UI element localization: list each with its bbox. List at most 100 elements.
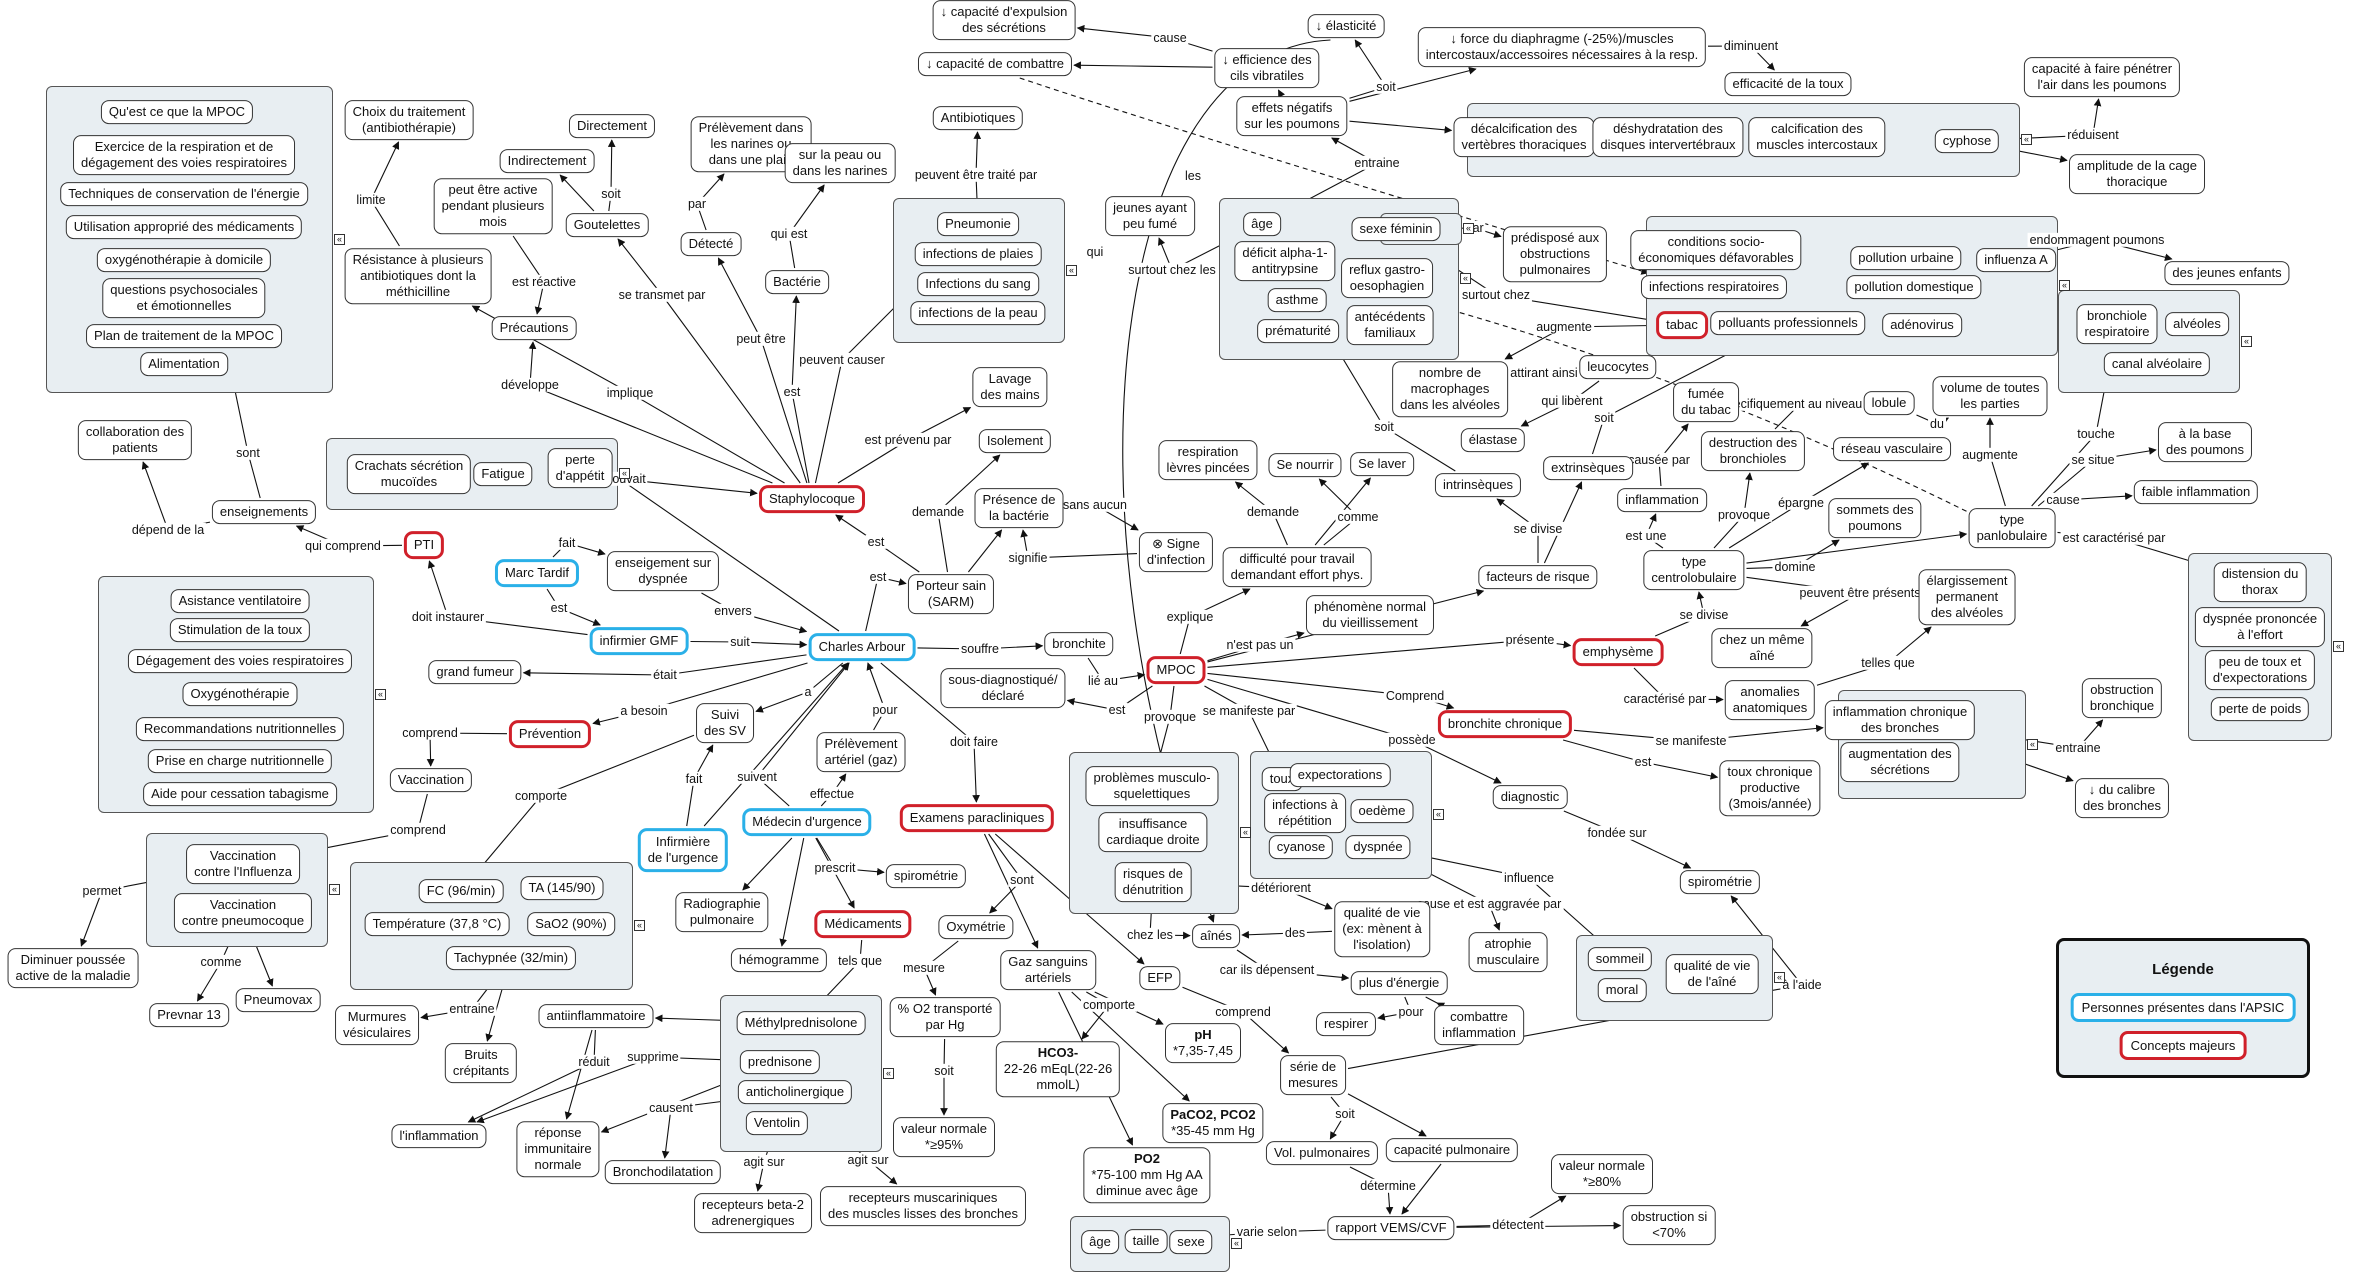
concept-predni[interactable]: prednisone [739, 1050, 821, 1074]
concept-alveoles[interactable]: alvéoles [2165, 312, 2229, 336]
concept-temp[interactable]: Température (37,8 °C) [364, 912, 510, 936]
concept-toux-chr[interactable]: toux chronique productive (3mois/année) [1719, 760, 1821, 816]
concept-prevnar[interactable]: Prevnar 13 [149, 1003, 229, 1027]
collapse-toggle-icon[interactable]: « [2021, 134, 2032, 145]
concept-oxymetrie[interactable]: Oxymétrie [938, 915, 1014, 939]
concept-lavage[interactable]: Lavage des mains [972, 367, 1048, 407]
concept-reponse-imm[interactable]: réponse immunitaire normale [516, 1121, 600, 1177]
concept-reseau-vasc[interactable]: réseau vasculaire [1833, 437, 1951, 461]
concept-ph[interactable]: pH*7,35-7,45 [1165, 1023, 1241, 1063]
concept-bronchodil[interactable]: Bronchodilatation [604, 1160, 722, 1184]
concept-util-med[interactable]: Utilisation approprié des médicaments [65, 215, 303, 239]
concept-force-diaph[interactable]: ↓ force du diaphragme (-25%)/muscles int… [1417, 27, 1707, 67]
concept-sommeil[interactable]: sommeil [1587, 947, 1653, 971]
concept-prelev-art[interactable]: Prélèvement artériel (gaz) [816, 732, 906, 772]
concept-bruits[interactable]: Bruits crépitants [444, 1043, 518, 1083]
collapse-toggle-icon[interactable]: « [1231, 1238, 1242, 1249]
concept-capacite-expulsion[interactable]: ↓ capacité d'expulsion des sécrétions [932, 0, 1076, 40]
concept-murmures[interactable]: Murmures vésiculaires [335, 1005, 419, 1045]
concept-efficience[interactable]: ↓ efficience des cils vibratiles [1214, 48, 1320, 88]
concept-aines[interactable]: aînés [1192, 924, 1240, 948]
concept-antibiotiques[interactable]: Antibiotiques [932, 106, 1024, 130]
concept-sous-diag[interactable]: sous-diagnostiqué/ déclaré [940, 668, 1066, 708]
concept-pollution-dom[interactable]: pollution domestique [1846, 275, 1982, 299]
concept-antecedents[interactable]: antécédents familiaux [1346, 305, 1434, 345]
concept-diagnostic[interactable]: diagnostic [1492, 785, 1568, 809]
concept-inflammation[interactable]: l'inflammation [391, 1124, 487, 1148]
concept-prevention[interactable]: Prévention [508, 720, 592, 748]
concept-inf-plaies[interactable]: infections de plaies [914, 242, 1042, 266]
concept-peu-toux[interactable]: peu de toux et d'expectorations [2204, 650, 2316, 690]
concept-mpoc[interactable]: MPOC [1146, 656, 1206, 684]
concept-appetit[interactable]: perte d'appétit [547, 448, 613, 488]
concept-tabac[interactable]: tabac [1656, 311, 1708, 339]
concept-calibre[interactable]: ↓ du calibre des bronches [2074, 778, 2170, 818]
concept-distension[interactable]: distension du thorax [2213, 562, 2307, 602]
collapse-toggle-icon[interactable]: « [2027, 738, 2038, 750]
concept-medecin-urg[interactable]: Médecin d'urgence [742, 808, 872, 836]
collapse-toggle-icon[interactable]: « [334, 233, 345, 245]
concept-alpha1[interactable]: déficit alpha-1- antitrypsine [1234, 241, 1336, 281]
concept-amplitude[interactable]: amplitude de la cage thoracique [2069, 154, 2205, 194]
concept-deshydr[interactable]: déshydratation des disques intervertébra… [1592, 117, 1744, 157]
concept-hco3[interactable]: HCO3-22-26 mEqL(22-26 mmolL) [995, 1041, 1121, 1097]
concept-se-nourrir[interactable]: Se nourrir [1268, 453, 1342, 477]
concept-recept-beta[interactable]: recepteurs beta-2 adrenergiques [694, 1193, 812, 1233]
concept-grand-fumeur[interactable]: grand fumeur [428, 660, 522, 684]
concept-recomm[interactable]: Recommandations nutritionnelles [135, 717, 345, 741]
concept-recept-musc[interactable]: recepteurs muscariniques des muscles lis… [819, 1186, 1027, 1226]
concept-enseignements[interactable]: enseignements [211, 500, 317, 524]
concept-calcif-muscles[interactable]: calcification des muscles intercostaux [1748, 117, 1886, 157]
concept-chez-aine[interactable]: chez un même aîné [1711, 628, 1813, 668]
concept-fatigue[interactable]: Fatigue [473, 462, 533, 486]
concept-inflammation2[interactable]: inflammation [1617, 488, 1707, 512]
concept-charles[interactable]: Charles Arbour [808, 633, 916, 661]
concept-polluants[interactable]: polluants professionnels [1710, 311, 1866, 335]
concept-peut-active[interactable]: peut être active pendant plusieurs mois [433, 178, 553, 234]
concept-dyspnee[interactable]: dyspnée [1345, 835, 1411, 859]
concept-respiration-levres[interactable]: respiration lèvres pincées [1158, 440, 1258, 480]
collapse-toggle-icon[interactable]: « [1066, 264, 1077, 276]
concept-collab[interactable]: collaboration des patients [77, 420, 193, 460]
concept-antiinflam[interactable]: antiinflammatoire [538, 1004, 654, 1028]
concept-reflux[interactable]: reflux gastro- oesophagien [1341, 258, 1433, 298]
concept-spirometrie1[interactable]: spirométrie [885, 864, 967, 888]
concept-base-poumons[interactable]: à la base des poumons [2157, 422, 2253, 462]
concept-choix-trait[interactable]: Choix du traitement (antibiothérapie) [344, 100, 474, 140]
concept-medicaments[interactable]: Médicaments [814, 910, 912, 938]
concept-destruction[interactable]: destruction des bronchioles [1700, 431, 1806, 471]
concept-po2[interactable]: PO2*75-100 mm Hg AA diminue avec âge [1083, 1147, 1211, 1203]
concept-infections-resp[interactable]: infections respiratoires [1640, 275, 1788, 299]
concept-pollution-urb[interactable]: pollution urbaine [1850, 246, 1962, 270]
concept-capacite-combattre[interactable]: ↓ capacité de combattre [917, 52, 1073, 76]
concept-aide-tab[interactable]: Aide pour cessation tabagisme [143, 782, 337, 806]
concept-hemogramme[interactable]: hémogramme [730, 948, 828, 972]
concept-serie-mesures[interactable]: série de mesures [1280, 1055, 1346, 1095]
collapse-toggle-icon[interactable]: « [329, 884, 340, 895]
concept-psycho[interactable]: questions psychosociales et émotionnelle… [102, 278, 266, 318]
concept-staph[interactable]: Staphylocoque [758, 485, 866, 513]
concept-leucocytes[interactable]: leucocytes [1579, 355, 1657, 379]
concept-ventolin[interactable]: Ventolin [745, 1111, 809, 1135]
concept-directement[interactable]: Directement [568, 114, 656, 138]
concept-presence-bact[interactable]: Présence de la bactérie [974, 488, 1064, 528]
concept-intrinseques[interactable]: intrinsèques [1434, 473, 1522, 497]
concept-fumee[interactable]: fumée du tabac [1673, 382, 1739, 422]
concept-oedeme[interactable]: oedème [1350, 799, 1414, 823]
concept-elasticite[interactable]: ↓ élasticité [1307, 14, 1385, 38]
concept-radiographie[interactable]: Radiographie pulmonaire [675, 892, 769, 932]
concept-influenza[interactable]: influenza A [1976, 248, 2056, 272]
concept-cyphose[interactable]: cyphose [1934, 129, 2000, 153]
concept-alimentation[interactable]: Alimentation [140, 352, 228, 376]
concept-dyspnee-pro[interactable]: dyspnée prononcée à l'effort [2194, 607, 2326, 647]
concept-type-centro[interactable]: type centrolobulaire [1643, 550, 1745, 590]
concept-tachy[interactable]: Tachypnée (32/min) [445, 946, 577, 970]
concept-bacterie[interactable]: Bactérie [765, 270, 829, 294]
concept-cyanose[interactable]: cyanose [1268, 835, 1334, 859]
concept-prise-ch[interactable]: Prise en charge nutritionnelle [147, 749, 333, 773]
concept-taille[interactable]: taille [1124, 1229, 1168, 1253]
concept-effets-neg[interactable]: effets négatifs sur les poumons [1236, 96, 1348, 136]
concept-conditions[interactable]: conditions socio- économiques défavorabl… [1630, 230, 1802, 270]
concept-difficulte[interactable]: difficulté pour travail demandant effort… [1222, 547, 1372, 587]
concept-augm-secretions[interactable]: augmentation des sécrétions [1840, 742, 1960, 782]
